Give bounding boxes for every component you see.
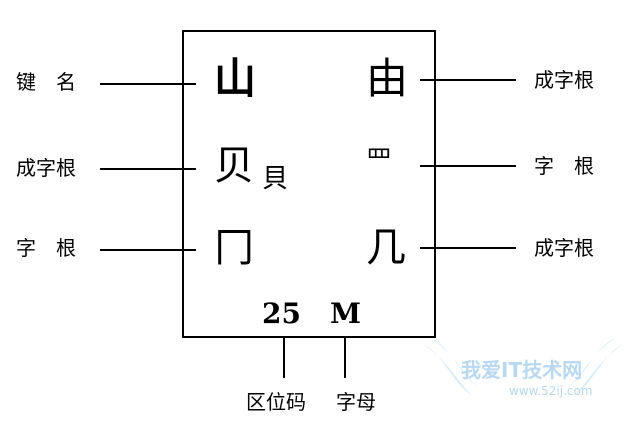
leader-line-composite-root-bottom-right — [420, 247, 516, 249]
label-composite-root-bottom-right: 成字根 — [534, 236, 594, 260]
key-letter: M — [330, 297, 361, 330]
key-name-glyph: 山 — [214, 54, 257, 103]
label-composite-root-left: 成字根 — [16, 156, 76, 180]
watermark-text: 我爱IT技术网 — [461, 358, 583, 382]
key-box — [182, 30, 436, 338]
root-glyph-middle-left: 贝 — [214, 143, 254, 189]
label-root-right: 字 根 — [534, 154, 594, 178]
leader-line-composite-root-top-right — [420, 79, 516, 81]
leader-line-letter — [344, 338, 346, 378]
root-glyph-middle-right: 罒 — [366, 146, 393, 176]
label-root-left: 字 根 — [16, 236, 76, 260]
leader-line-root-right — [420, 165, 516, 167]
zone-code: 25 — [262, 297, 301, 330]
root-glyph-top-right: 由 — [366, 54, 409, 103]
label-key-name: 键 名 — [16, 70, 76, 94]
leader-line-zone-code — [283, 338, 285, 378]
root-glyph-middle-left-small: 貝 — [262, 164, 289, 194]
leader-line-key-name — [100, 83, 196, 85]
watermark-url: www.52ij.com — [509, 384, 593, 398]
watermark: 我爱IT技术网 www.52ij.com — [413, 324, 633, 414]
leader-line-root-left — [100, 249, 196, 251]
root-glyph-bottom-right: 几 — [366, 225, 406, 271]
leader-line-composite-root-left — [100, 168, 196, 170]
label-zone-code: 区位码 — [246, 390, 306, 414]
label-composite-root-top-right: 成字根 — [534, 68, 594, 92]
root-glyph-bottom-left: 冂 — [214, 225, 254, 271]
wings-icon — [423, 338, 623, 396]
label-letter: 字母 — [336, 390, 376, 414]
